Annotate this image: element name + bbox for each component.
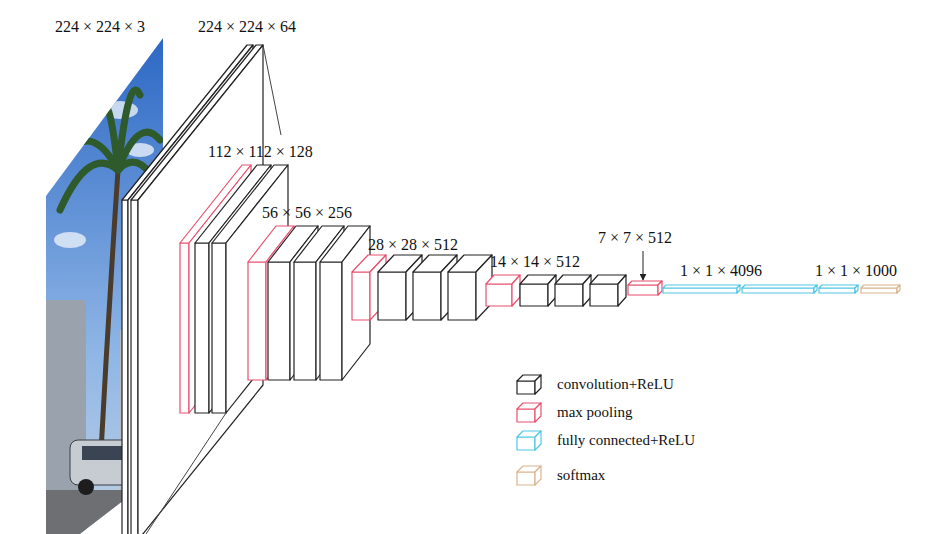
legend-swatch [515,401,545,425]
block-face [628,281,662,285]
photo-car-wheel [78,479,94,495]
block-face [248,262,266,380]
fc-block [663,285,740,293]
block-face [861,285,900,288]
block-face [819,285,858,288]
perspective-line [146,413,226,534]
block-face [861,288,897,293]
legend-text: softmax [557,467,605,484]
block-face [535,375,541,394]
legend-swatch [515,429,545,453]
legend-swatch [515,464,545,488]
pool-block [628,281,662,295]
pool-block [486,275,520,306]
dimension-label: 28 × 28 × 512 [368,236,458,254]
block-face [819,288,855,293]
dimension-label: 14 × 14 × 512 [490,253,580,271]
softmax-block [861,285,900,293]
block-face [663,285,740,288]
block-face [180,243,189,413]
dimension-label: 56 × 56 × 256 [262,204,352,222]
block-face [742,285,817,288]
block-face [555,284,583,306]
block-face [378,272,406,320]
block-face [342,226,370,380]
block-face [737,285,740,293]
dimension-label: 112 × 112 × 128 [208,143,313,161]
legend-entry: fully connected+ReLU [515,429,775,453]
legend-entry: max pooling [515,401,775,425]
pointer-arrow [643,251,644,280]
block-face [413,272,441,320]
block-face [131,200,138,534]
block-face [618,275,626,306]
block-face [212,243,226,413]
block-face [855,285,858,293]
legend-entry: softmax [515,464,775,488]
block-face [195,243,209,413]
block-face [658,281,662,295]
block-face [268,262,290,380]
palm-frond [60,163,118,210]
block-face [663,288,737,293]
conv-block [555,275,591,306]
palm-frond [118,90,140,170]
dimension-label: 1 × 1 × 1000 [815,262,897,280]
block-face [517,409,535,422]
palm-trunk [100,170,118,470]
legend-text: convolution+ReLU [557,376,674,393]
legend-swatch [515,373,545,397]
block-face [628,285,658,295]
block-face [897,285,900,293]
block-face [122,200,128,534]
block-face [352,272,370,320]
dimension-label: 7 × 7 × 512 [598,229,672,247]
block-face [448,272,476,320]
conv-block [590,275,626,306]
block-face [535,403,541,422]
block-face [520,284,548,306]
block-face [742,288,814,293]
dimension-label: 1 × 1 × 4096 [680,262,762,280]
dimension-label: 224 × 224 × 64 [198,18,296,36]
block-face [320,262,342,380]
block-face [590,284,618,306]
legend-text: max pooling [557,404,632,421]
dimension-label: 224 × 224 × 3 [55,18,145,36]
perspective-line [263,45,281,135]
block-face [486,284,512,306]
block-face [535,466,541,485]
block-face [517,437,535,450]
block-face [517,381,535,394]
block-face [512,275,520,306]
block-face [814,285,817,293]
block-face [294,262,316,380]
block-face [535,431,541,450]
legend-text: fully connected+ReLU [557,432,695,449]
conv-block [520,275,556,306]
fc-block [819,285,858,293]
conv-block [320,226,370,380]
photo-cloud [54,232,86,248]
palm-frond [100,104,118,170]
layer-blocks [122,45,900,534]
fc-block [742,285,817,293]
legend-entry: convolution+ReLU [515,373,775,397]
block-face [517,472,535,485]
